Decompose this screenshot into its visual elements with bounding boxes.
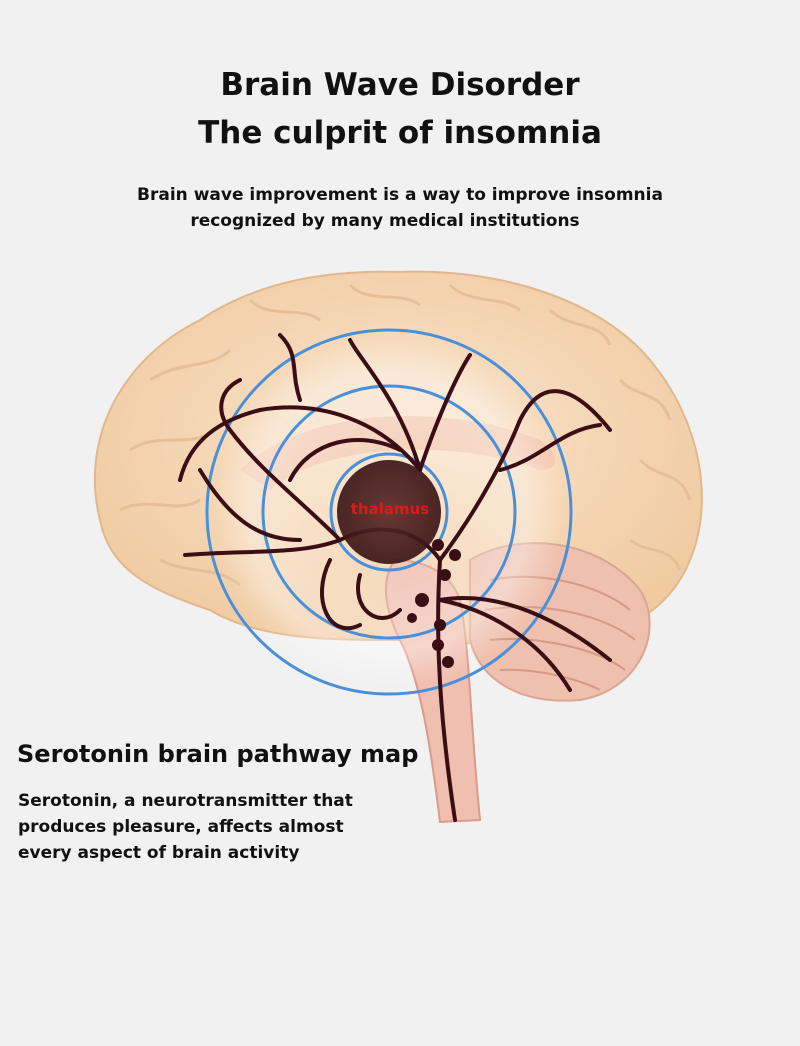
page-title-line2: The culprit of insomnia xyxy=(198,115,602,151)
subtitle-line1: Brain wave improvement is a way to impro… xyxy=(137,185,663,205)
thalamus-core xyxy=(337,460,441,564)
raphe-nuclei xyxy=(407,539,461,668)
wave-ring-inner xyxy=(329,452,449,572)
section-title: Serotonin brain pathway map xyxy=(17,740,419,768)
serotonin-pathways xyxy=(178,333,612,822)
thalamus-label: thalamus xyxy=(350,500,430,518)
subtitle-line2: recognized by many medical institutions xyxy=(190,211,580,231)
page-title-line1: Brain Wave Disorder xyxy=(220,67,580,103)
wave-ring-middle xyxy=(261,384,517,640)
brain-wave-rings xyxy=(205,328,573,696)
section-desc-line1: Serotonin, a neurotransmitter that xyxy=(18,791,353,811)
wave-ring-outer xyxy=(205,328,573,696)
section-desc-line3: every aspect of brain activity xyxy=(18,843,300,863)
section-desc-line2: produces pleasure, affects almost xyxy=(18,817,344,837)
